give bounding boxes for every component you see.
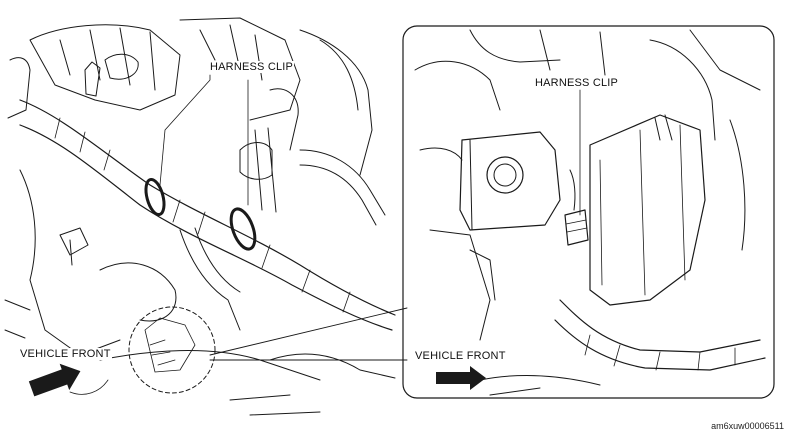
harness-clip-label-right: HARNESS CLIP: [534, 77, 620, 89]
harness-clip-label-left: HARNESS CLIP: [209, 61, 295, 73]
vehicle-front-arrow-left: [28, 363, 81, 397]
reference-code: am6xuw00006511: [711, 421, 784, 431]
engine-bay-overview: [4, 17, 408, 416]
detail-illustration: [414, 29, 766, 396]
vehicle-front-arrow-right: [436, 366, 486, 390]
detail-frame: [402, 25, 775, 399]
vehicle-front-label-right: VEHICLE FRONT: [414, 350, 507, 362]
vehicle-front-label-left: VEHICLE FRONT: [19, 348, 112, 360]
